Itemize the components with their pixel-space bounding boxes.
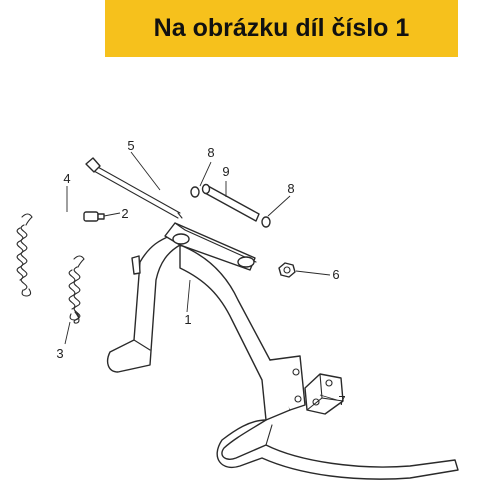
title-banner: Na obrázku díl číslo 1 — [105, 0, 458, 57]
part-7-buffer[interactable] — [304, 373, 344, 415]
leader-lines — [64, 151, 338, 401]
part-4-spring[interactable] — [16, 213, 33, 297]
callout-9: 9 — [222, 164, 229, 179]
part-2-fitting[interactable] — [83, 211, 105, 222]
callout-3: 3 — [56, 346, 63, 361]
callout-6: 6 — [332, 267, 339, 282]
part-1-center-stand[interactable] — [106, 222, 459, 480]
banner-title: Na obrázku díl číslo 1 — [153, 14, 410, 42]
callout-5: 5 — [127, 138, 134, 153]
callout-7: 7 — [338, 393, 345, 408]
part-8-washer-right[interactable] — [261, 216, 271, 228]
part-9-spacer-tube[interactable] — [201, 183, 260, 222]
part-3-spring[interactable] — [68, 255, 85, 324]
callout-8-left: 8 — [207, 145, 214, 160]
callout-1: 1 — [184, 312, 191, 327]
part-5-bolt[interactable] — [85, 157, 183, 219]
part-8-washer-left[interactable] — [190, 186, 200, 198]
callout-8-right: 8 — [287, 181, 294, 196]
part-6-nut[interactable] — [278, 262, 296, 278]
callout-4: 4 — [63, 171, 70, 186]
callout-2: 2 — [121, 206, 128, 221]
